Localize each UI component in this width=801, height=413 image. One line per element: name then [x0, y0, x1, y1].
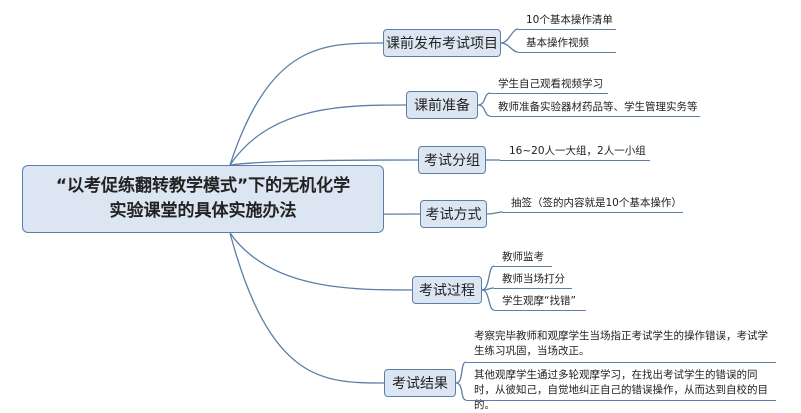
branch-leaf-connector [481, 289, 495, 311]
branch-label: 考试过程 [419, 283, 475, 299]
branch-label: 考试结果 [392, 376, 448, 392]
leaf-underline [490, 93, 608, 94]
leaf-student-find-errors: 学生观摩“找错” [502, 295, 576, 307]
root-topic-line2: 实验课堂的具体实施办法 [109, 201, 297, 221]
branch-preparation[interactable]: 课前准备 [406, 91, 478, 119]
branch-label: 考试分组 [424, 153, 480, 169]
root-topic[interactable]: “以考促练翻转教学模式”下的无机化学 实验课堂的具体实施办法 [22, 165, 384, 233]
leaf-underline [494, 310, 586, 311]
leaf-draw-lots: 抽签（签的内容就是10个基本操作） [511, 197, 682, 209]
branch-leaf-connector [486, 211, 504, 215]
leaf-teacher-score: 教师当场打分 [502, 273, 565, 285]
leaf-group-size: 16~20人一大组，2人一小组 [509, 145, 646, 157]
leaf-underline [490, 116, 700, 117]
branch-publish-exam-items[interactable]: 课前发布考试项目 [383, 29, 501, 57]
leaf-operation-video: 基本操作视频 [526, 37, 589, 49]
leaf-underline [500, 160, 650, 161]
branch-leaf-connector [500, 28, 519, 44]
branch-exam-result[interactable]: 考试结果 [384, 369, 456, 397]
leaf-underline [518, 29, 616, 30]
leaf-underline [466, 362, 776, 363]
leaf-underline [466, 400, 776, 401]
root-branch-connector [229, 232, 413, 291]
leaf-result-self-learning: 其他观摩学生通过多轮观摩学习，在找出考试学生的错误的同时，从彼知己，自觉地纠正自… [474, 369, 768, 411]
leaf-result-correction: 考察完毕教师和观摩学生当场指正考试学生的操作错误，考试学生练习巩固，当场改正。 [474, 330, 768, 357]
leaf-operation-list: 10个基本操作清单 [526, 14, 613, 26]
leaf-underline [494, 288, 572, 289]
branch-leaf-connector [455, 382, 467, 401]
branch-label: 考试方式 [425, 207, 482, 223]
branch-label: 课前发布考试项目 [386, 36, 498, 52]
branch-exam-process[interactable]: 考试过程 [412, 276, 482, 304]
root-topic-line1: “以考促练翻转教学模式”下的无机化学 [55, 176, 351, 196]
branch-leaf-connector [477, 104, 491, 117]
root-branch-connector [229, 42, 384, 166]
root-branch-connector [229, 159, 419, 166]
branch-leaf-connector [500, 42, 519, 53]
branch-leaf-connector [477, 92, 491, 106]
branch-grouping[interactable]: 考试分组 [418, 146, 486, 174]
root-branch-connector [229, 232, 385, 384]
branch-leaf-connector [455, 361, 467, 384]
leaf-underline [494, 266, 552, 267]
root-branch-connector [229, 104, 407, 166]
leaf-underline [518, 52, 616, 53]
leaf-teacher-prepare: 教师准备实验器材药品等、学生管理实务等 [498, 101, 698, 113]
leaf-student-watch-video: 学生自己观看视频学习 [498, 78, 603, 90]
leaf-teacher-invigilate: 教师监考 [502, 251, 544, 263]
branch-label: 课前准备 [414, 98, 470, 114]
branch-leaf-connector [481, 265, 495, 291]
leaf-underline [503, 212, 683, 213]
branch-exam-method[interactable]: 考试方式 [420, 200, 487, 228]
